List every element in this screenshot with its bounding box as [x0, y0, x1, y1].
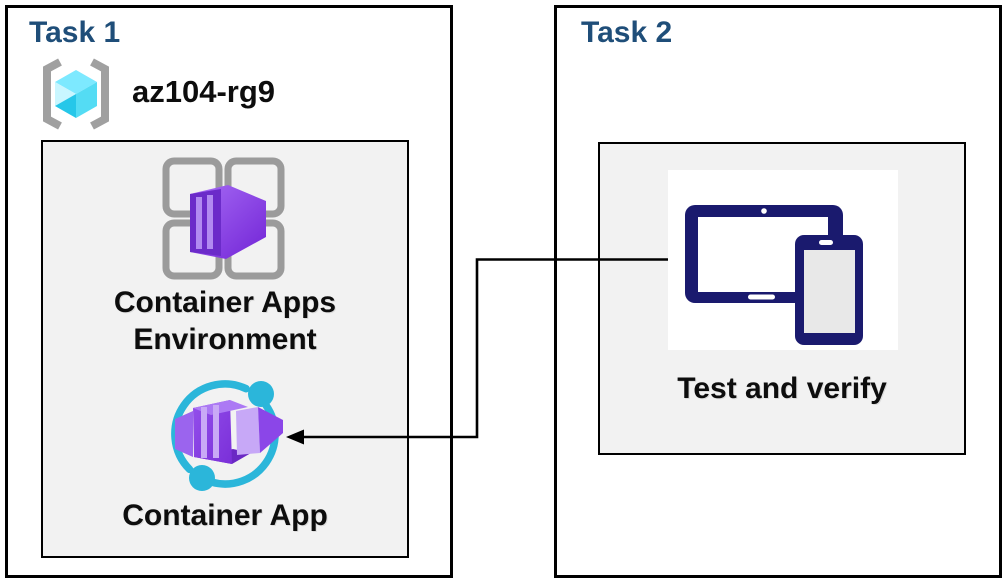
- tablet-camera-dot: [761, 208, 767, 214]
- task1-title: Task 1: [29, 16, 121, 49]
- environment-label-line1: Container Apps: [113, 286, 337, 319]
- resource-group-name: az104-rg9: [132, 74, 276, 109]
- cube-left-face: [55, 82, 76, 106]
- app-box-stripe: [213, 405, 219, 458]
- devices-icon-plate: [668, 170, 898, 350]
- orbit-dot: [189, 465, 215, 491]
- phone-screen: [804, 250, 855, 333]
- container-app-icon: [171, 380, 283, 491]
- app-box-stripe: [201, 407, 207, 458]
- cube-right-face: [76, 82, 97, 118]
- container-app-label: Container App: [122, 499, 328, 532]
- environment-label: Container Apps Environment: [41, 284, 409, 358]
- bracket-left: [43, 58, 62, 130]
- orbit-dot: [248, 381, 274, 407]
- small-box-left-face: [236, 407, 260, 455]
- orbit-arc: [171, 380, 250, 474]
- container-stripe: [207, 195, 213, 249]
- small-box-right-face: [258, 407, 283, 453]
- resource-group-icon: [43, 58, 109, 130]
- container-stripe: [196, 197, 202, 249]
- app-box-left-flap: [175, 411, 193, 457]
- test-and-verify-label: Test and verify: [677, 372, 887, 405]
- bracket-right: [90, 58, 109, 130]
- task2-title: Task 2: [581, 16, 673, 49]
- tablet-and-phone-icon: [685, 205, 863, 345]
- tablet-home-bar: [748, 294, 775, 300]
- container-box-left-face: [190, 189, 221, 256]
- container-apps-environment-icon: [162, 157, 285, 280]
- phone-speaker: [819, 240, 833, 245]
- cube-bottom-face: [55, 94, 76, 118]
- environment-label-line2: Environment: [133, 323, 317, 356]
